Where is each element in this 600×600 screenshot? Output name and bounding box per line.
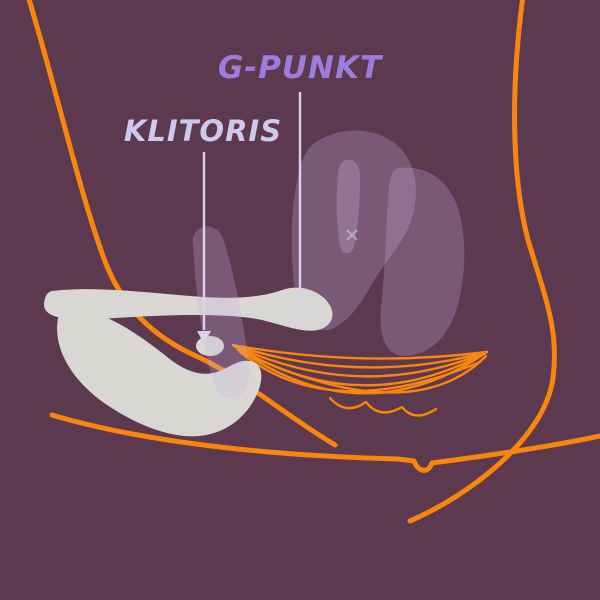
body-outline-bottom — [49, 412, 600, 473]
uterus-shape — [291, 130, 416, 331]
pelvic-mesh — [231, 343, 489, 417]
vaginal-canal-shape — [192, 226, 250, 399]
g-spot-marker-circle — [290, 309, 308, 327]
product-body — [57, 310, 262, 437]
anatomy-right-mass — [380, 167, 465, 356]
uterus-inner-canal — [336, 159, 360, 254]
body-outline-right — [407, 0, 557, 524]
klitoris-label: KLITORIS — [123, 114, 283, 148]
product-shape — [43, 287, 333, 437]
uterus-x-mark — [346, 229, 358, 241]
klitoris-arrow-icon — [197, 331, 211, 344]
mesh-scallops — [328, 396, 438, 417]
annotations — [197, 92, 308, 344]
g-punkt-label: G-PUNKT — [217, 50, 383, 86]
product-arm — [43, 287, 333, 331]
